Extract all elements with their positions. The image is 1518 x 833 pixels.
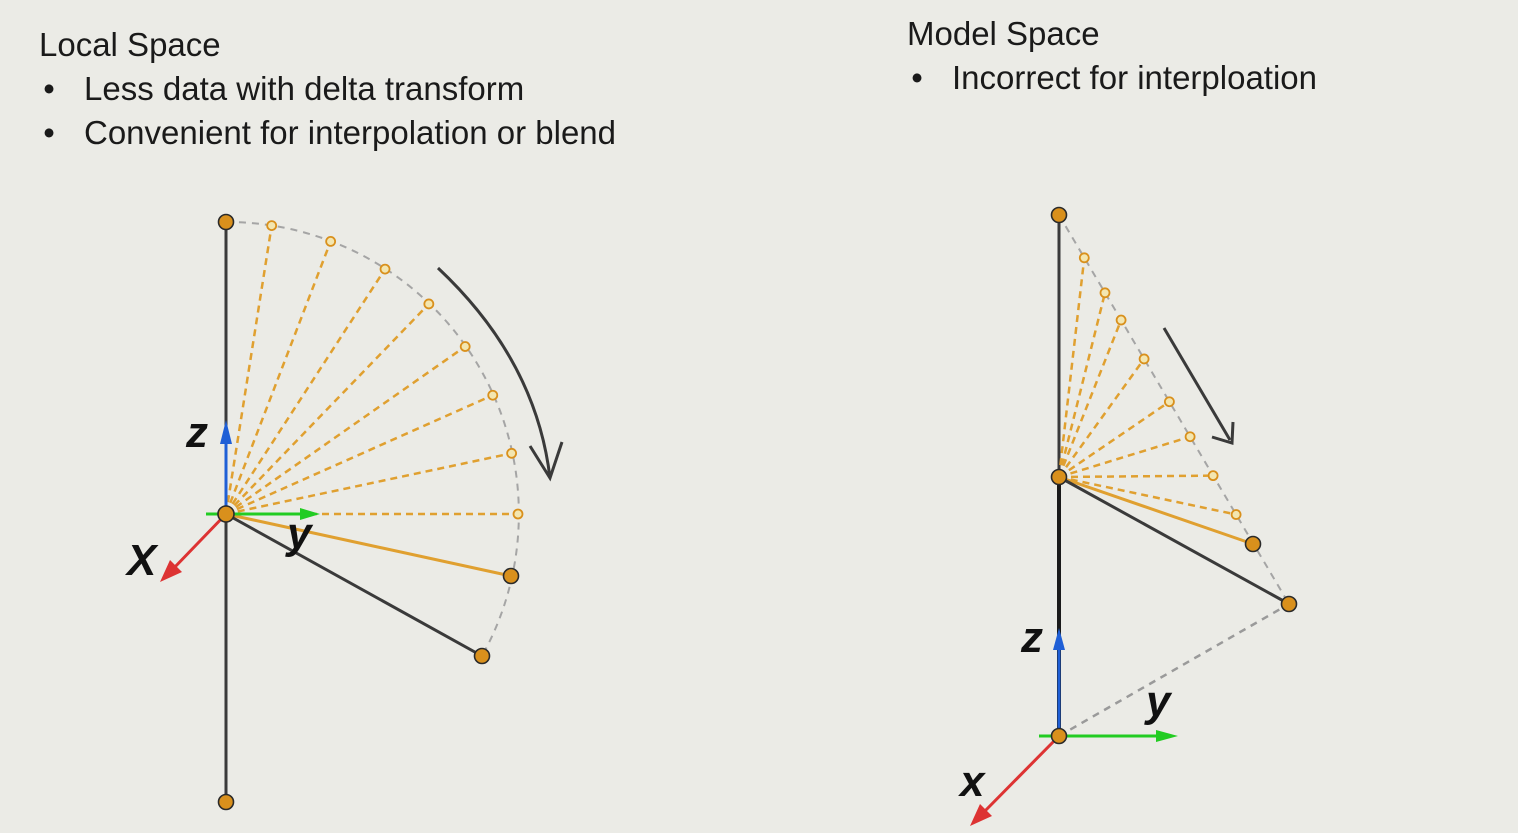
interp-line bbox=[1058, 475, 1237, 516]
model-direction-arrowhead bbox=[1211, 421, 1235, 445]
interp-line bbox=[1057, 358, 1146, 478]
local-axis-x-label: X bbox=[124, 536, 159, 585]
model-target-bone bbox=[1058, 475, 1290, 606]
model-axis-z-arrowhead bbox=[1053, 628, 1065, 650]
interp-point bbox=[1207, 470, 1219, 482]
local-current-bone bbox=[225, 512, 512, 578]
model-direction-arrow bbox=[1162, 327, 1232, 441]
interp-line bbox=[225, 303, 430, 515]
model-joint-top bbox=[1050, 206, 1068, 224]
interp-point bbox=[1138, 353, 1150, 365]
local-axis-x bbox=[170, 512, 228, 572]
interp-point bbox=[325, 235, 337, 247]
bullet-dot: • bbox=[43, 70, 55, 107]
local-axis-z-arrowhead bbox=[220, 420, 232, 444]
interp-point bbox=[459, 341, 471, 352]
local-rotation-arrowhead bbox=[528, 441, 564, 482]
interp-point bbox=[1230, 509, 1242, 520]
model-axis-z-label: z bbox=[1020, 613, 1043, 662]
interp-line bbox=[1057, 292, 1107, 478]
local-joint-top bbox=[217, 213, 235, 231]
local-space-bullets: • Less data with delta transform • Conveni… bbox=[39, 67, 616, 155]
model-joint-root bbox=[1050, 727, 1068, 745]
interp-point bbox=[487, 389, 499, 401]
bullet-item: • Less data with delta transform bbox=[39, 67, 616, 111]
bullet-item: • Convenient for interpolation or blend bbox=[39, 111, 616, 155]
bullet-text: Less data with delta transform bbox=[84, 70, 525, 107]
interp-point bbox=[266, 220, 278, 231]
interp-line bbox=[1058, 435, 1191, 479]
local-interp-dots bbox=[266, 220, 524, 520]
bullet-text: Convenient for interpolation or blend bbox=[84, 114, 617, 151]
local-rotation-arrow bbox=[436, 266, 552, 479]
model-joint-current bbox=[1244, 535, 1262, 553]
interp-point bbox=[379, 263, 391, 275]
local-target-bone bbox=[225, 512, 483, 658]
bullet-text: Incorrect for interploation bbox=[952, 59, 1318, 96]
local-axis-z-label: z bbox=[185, 408, 208, 457]
local-space-title: Local Space bbox=[39, 26, 221, 63]
interp-point bbox=[506, 447, 518, 459]
interp-point bbox=[1078, 252, 1090, 264]
local-axis-y-label: y bbox=[285, 509, 314, 558]
interp-line bbox=[225, 394, 494, 516]
model-joint-target bbox=[1280, 595, 1298, 613]
model-space-title: Model Space bbox=[907, 15, 1100, 52]
local-arc-path bbox=[225, 220, 520, 657]
interp-line bbox=[1058, 400, 1171, 479]
model-current-bone bbox=[1058, 475, 1254, 546]
model-axis-y-arrowhead bbox=[1156, 730, 1178, 742]
interp-line bbox=[224, 268, 387, 515]
local-axis-y-arrowhead bbox=[300, 508, 320, 520]
bullet-dot: • bbox=[911, 59, 923, 96]
bullet-dot: • bbox=[43, 114, 55, 151]
interp-point bbox=[1115, 314, 1127, 326]
interp-line bbox=[224, 225, 273, 515]
interp-line bbox=[1057, 257, 1086, 478]
local-interp-lines bbox=[224, 225, 518, 516]
model-root-to-target bbox=[1058, 602, 1290, 738]
local-joint-target bbox=[473, 647, 491, 665]
interp-point bbox=[1164, 396, 1175, 408]
model-space-bullets: • Incorrect for interploation bbox=[907, 56, 1317, 100]
interp-line bbox=[1058, 474, 1214, 479]
interp-point bbox=[512, 508, 524, 520]
local-joint-root bbox=[217, 505, 235, 523]
model-axis-x-arrowhead bbox=[970, 804, 992, 826]
local-space-diagram: z y X bbox=[124, 213, 564, 811]
bullet-item: • Incorrect for interploation bbox=[907, 56, 1317, 100]
local-joint-bottom bbox=[217, 793, 235, 811]
interp-point bbox=[1184, 431, 1196, 443]
interp-point bbox=[1099, 287, 1111, 299]
interp-line bbox=[225, 345, 466, 516]
model-joint-mid bbox=[1050, 468, 1068, 486]
model-space-diagram: z y x bbox=[958, 206, 1298, 826]
model-chord-path bbox=[1058, 214, 1290, 605]
interp-line bbox=[225, 452, 512, 516]
interp-line bbox=[1057, 319, 1123, 478]
interp-line bbox=[224, 240, 332, 515]
model-interp-dots bbox=[1078, 252, 1242, 520]
local-axis-x-arrowhead bbox=[160, 560, 182, 582]
interp-point bbox=[423, 298, 435, 310]
model-axis-x bbox=[980, 734, 1061, 816]
local-joint-current bbox=[502, 567, 520, 585]
model-axis-y-label: y bbox=[1144, 677, 1173, 726]
model-interp-lines bbox=[1057, 257, 1237, 516]
model-axis-x-label: x bbox=[958, 757, 986, 806]
